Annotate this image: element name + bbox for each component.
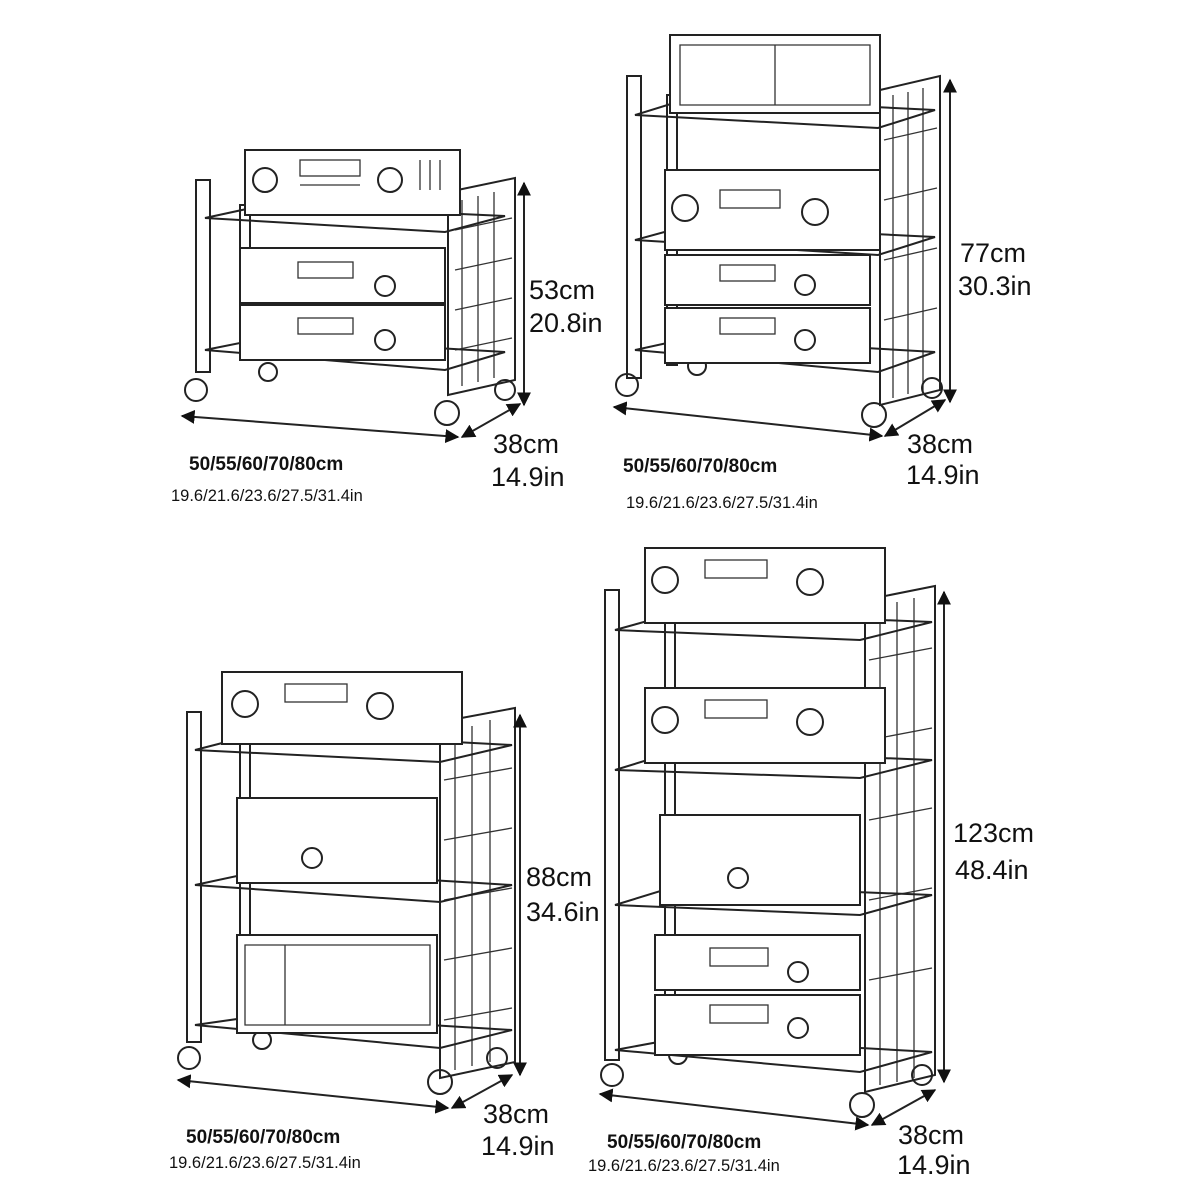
width-in-label: 19.6/21.6/23.6/27.5/31.4in <box>626 494 818 512</box>
width-in-label: 19.6/21.6/23.6/27.5/31.4in <box>171 487 363 505</box>
height-in-label: 30.3in <box>958 271 1032 301</box>
height-in-label: 48.4in <box>955 855 1029 885</box>
cd-player <box>664 254 871 364</box>
power-amplifier <box>659 814 861 906</box>
depth-in-label: 14.9in <box>491 462 565 492</box>
cd-player <box>239 247 446 361</box>
height-cm-label: 88cm <box>526 862 593 892</box>
av-receiver <box>644 547 886 764</box>
height-in-label: 34.6in <box>526 897 600 927</box>
depth-cm-label: 38cm <box>898 1120 965 1150</box>
width-cm-label: 50/55/60/70/80cm <box>189 454 344 475</box>
amplifier-box <box>669 34 881 114</box>
depth-in-label: 14.9in <box>906 460 980 490</box>
rack-three-tier <box>612 34 957 442</box>
width-cm-label: 50/55/60/70/80cm <box>607 1132 762 1153</box>
depth-in-label: 14.9in <box>897 1150 971 1180</box>
depth-cm-label: 38cm <box>493 429 560 459</box>
height-cm-label: 123cm <box>953 818 1035 848</box>
rack-four-tier <box>598 547 951 1131</box>
power-amplifier <box>236 797 438 884</box>
width-cm-label: 50/55/60/70/80cm <box>623 456 778 477</box>
caster-wheel <box>184 362 516 426</box>
height-cm-label: 53cm <box>529 275 596 305</box>
height-in-label: 20.8in <box>529 308 603 338</box>
amplifier-box <box>236 934 438 1034</box>
depth-cm-label: 38cm <box>483 1099 550 1129</box>
av-receiver <box>244 149 461 216</box>
rack-three-tier-tall <box>176 671 527 1114</box>
rack-two-tier <box>180 149 531 444</box>
depth-in-label: 14.9in <box>481 1131 555 1161</box>
depth-cm-label: 38cm <box>907 429 974 459</box>
av-receiver <box>664 169 881 251</box>
av-receiver <box>221 671 463 745</box>
height-cm-label: 77cm <box>960 238 1027 268</box>
width-in-label: 19.6/21.6/23.6/27.5/31.4in <box>169 1154 361 1172</box>
cd-player <box>654 934 861 1056</box>
width-in-label: 19.6/21.6/23.6/27.5/31.4in <box>588 1157 780 1175</box>
width-cm-label: 50/55/60/70/80cm <box>186 1127 341 1148</box>
